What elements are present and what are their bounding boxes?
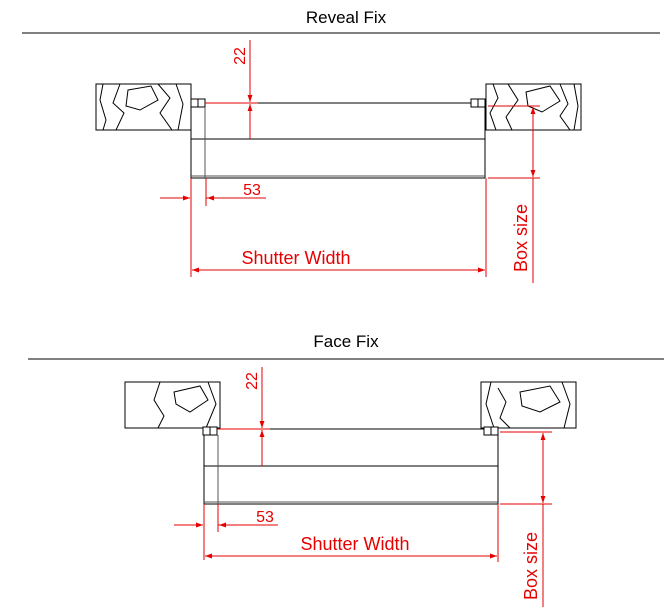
- reveal-fix-dim-width-label: Shutter Width: [241, 248, 350, 268]
- face-fix-right-wall: [480, 381, 577, 429]
- reveal-fix-dim-width: Shutter Width: [190, 178, 487, 277]
- reveal-fix-dim-53: 53: [160, 178, 266, 212]
- reveal-fix-dim-height-label: Box size: [511, 204, 531, 272]
- reveal-fix-left-bracket: [190, 98, 206, 108]
- reveal-fix-dim-22: 22: [205, 40, 258, 139]
- face-fix-shutter-box: [203, 428, 499, 505]
- reveal-fix-title: Reveal Fix: [306, 8, 387, 27]
- face-fix-title: Face Fix: [313, 332, 379, 351]
- face-fix-dim-height: Box size: [500, 431, 552, 607]
- reveal-fix-left-wall: [95, 83, 192, 131]
- face-fix-left-bracket: [202, 426, 218, 436]
- face-fix-dim-53: 53: [174, 504, 278, 560]
- face-fix-left-wall: [124, 381, 221, 429]
- face-fix-dim-width-label: Shutter Width: [300, 534, 409, 554]
- face-fix-section: Face Fix: [28, 332, 664, 607]
- face-fix-right-bracket: [483, 426, 499, 436]
- reveal-fix-dim-53-label: 53: [243, 182, 261, 199]
- reveal-fix-dim-height: Box size: [488, 105, 540, 283]
- reveal-fix-shutter-box: [190, 102, 486, 179]
- face-fix-dim-width: Shutter Width: [205, 504, 499, 562]
- reveal-fix-section: Reveal Fix: [22, 8, 660, 283]
- face-fix-dim-53-label: 53: [256, 509, 274, 526]
- face-fix-dim-22: 22: [217, 367, 270, 466]
- face-fix-dim-height-label: Box size: [521, 532, 541, 600]
- face-fix-dim-22-label: 22: [244, 372, 261, 390]
- reveal-fix-right-bracket: [470, 98, 486, 108]
- reveal-fix-dim-22-label: 22: [232, 47, 249, 65]
